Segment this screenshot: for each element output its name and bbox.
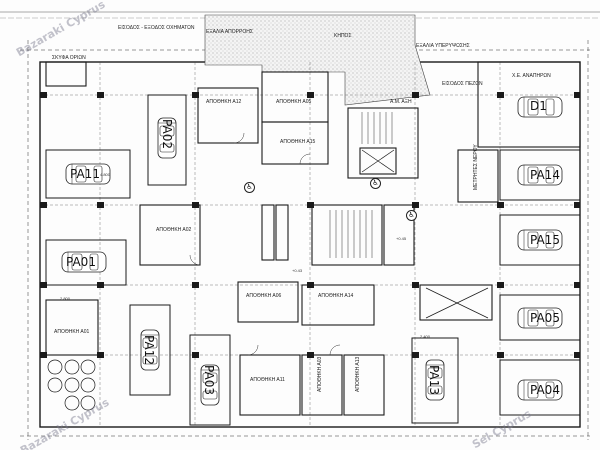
water-meters-label: ΜΕΤΡΗΤΕΣ ΝΕΡΟΥ — [473, 144, 479, 190]
level-label: +0.45 — [396, 236, 407, 241]
storage-a11-label: ΑΠΟΘΗΚΗ Α11 — [250, 377, 285, 383]
storage-a06-label: ΑΠΟΘΗΚΗ Α06 — [246, 293, 282, 299]
wheelchair-icon: ♿ — [406, 210, 417, 221]
parking-pa05-label: PA05 — [530, 311, 560, 325]
parking-pa11-label: PA11 — [70, 167, 100, 181]
parking-pa14-label: PA14 — [530, 168, 560, 182]
drain-grate-left-label: ΕΞΑΛΙΑ ΑΠΟΡΡΟΗΣ — [206, 29, 253, 35]
parking-pa01-label: PA01 — [66, 255, 96, 269]
wheelchair-icon: ♿ — [370, 178, 381, 189]
level-label: +0.43 — [292, 268, 303, 273]
storage-a15-label: ΑΠΟΘΗΚΗ Α15 — [280, 139, 316, 145]
parking-pa03-label: PA03 — [201, 365, 216, 395]
garden-label: ΚΗΠΟΣ — [334, 33, 352, 39]
am-label: Α.Μ. ΑΞΗ — [390, 99, 412, 105]
trash-label: ΣΚΥΦΑ ΟΡΙΩΝ — [52, 55, 86, 61]
storage-a02-label: ΑΠΟΘΗΚΗ Α02 — [156, 227, 192, 233]
storage-a13-label: ΑΠΟΘΗΚΗ Α13 — [355, 356, 361, 392]
disabled-space-label: Χ.Ε. ΑΝΑΠΗΡΩΝ — [512, 73, 551, 79]
parking-pa13-label: PA13 — [426, 365, 441, 395]
storage-a01-label: ΑΠΟΘΗΚΗ Α01 — [54, 329, 90, 335]
dimension-label: 2.800 — [60, 296, 71, 301]
storage-a12-label: ΑΠΟΘΗΚΗ Α12 — [206, 99, 242, 105]
parking-pa15-label: PA15 — [530, 233, 560, 247]
storage-a14-label: ΑΠΟΘΗΚΗ Α14 — [318, 293, 354, 299]
vehicle-entrance-label: ΕΙΣΟΔΟΣ - ΕΞΟΔΟΣ ΟΧΗΜΑΤΩΝ — [118, 25, 195, 31]
drain-grate-right-label: ΕΞΑΛΙΑ ΥΠΕΡΥΨΩΣΗΣ — [416, 43, 470, 49]
wheelchair-icon: ♿ — [244, 182, 255, 193]
parking-pa04-label: PA04 — [530, 383, 560, 397]
dimension-label: 2.400 — [420, 334, 431, 339]
storage-a05-label: ΑΠΟΘΗΚΗ Α05 — [276, 99, 312, 105]
parking-pa02-label: PA02 — [159, 119, 174, 149]
dimension-label: 4.800 — [100, 172, 111, 177]
storage-a03-label: ΑΠΟΘΗΚΗ Α03 — [317, 356, 323, 392]
pedestrian-entrance-label: ΕΙΣΟΔΟΣ ΠΕΖΩΝ — [442, 81, 483, 87]
parking-d1-label: D1 — [530, 99, 547, 113]
parking-pa12-label: PA12 — [141, 335, 156, 365]
